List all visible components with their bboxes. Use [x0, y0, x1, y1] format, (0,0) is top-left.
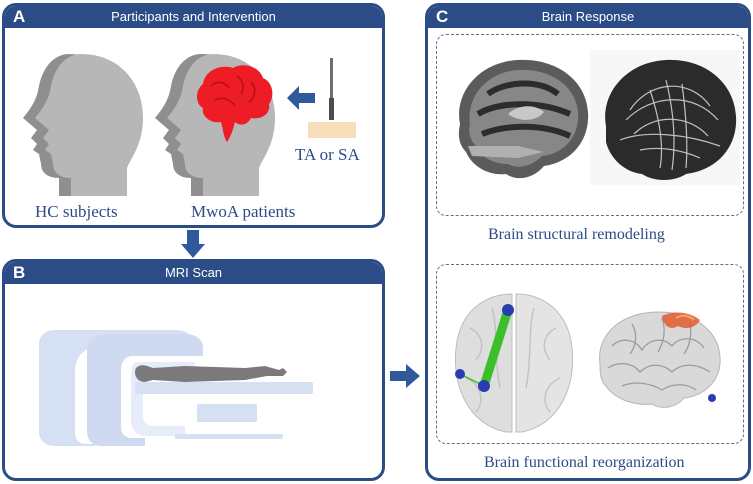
tractography-icon: [590, 50, 740, 185]
mwoa-patients-label: MwoA patients: [191, 202, 296, 221]
patient-silhouette-icon: [135, 365, 287, 382]
panel-b-header: B MRI Scan: [5, 262, 382, 284]
connectivity-node-icon: [502, 304, 514, 316]
panel-a: A Participants and Intervention TA or SA…: [2, 3, 385, 228]
hc-subjects-label: HC subjects: [35, 202, 118, 221]
brain-slice-icon: [458, 59, 589, 179]
needle-icon: [308, 58, 356, 138]
intervention-label: TA or SA: [295, 145, 360, 164]
mwoa-head-icon: [155, 54, 275, 196]
panel-c-letter: C: [436, 7, 449, 26]
activation-node-icon: [708, 394, 716, 402]
panel-c-header: C Brain Response: [428, 6, 748, 28]
connectivity-node-icon: [455, 369, 465, 379]
arrow-b-to-c-icon: [390, 364, 420, 388]
brain-icon: [197, 65, 273, 142]
mri-scanner-icon: [39, 330, 313, 446]
functional-box: [436, 264, 744, 444]
panel-a-letter: A: [13, 7, 26, 26]
brain-connectivity-icon: [454, 293, 574, 433]
arrow-a-to-b-icon: [181, 230, 205, 258]
structural-remodeling-label: Brain structural remodeling: [488, 226, 665, 243]
arrow-needle-to-head-icon: [287, 86, 315, 110]
panel-a-header: A Participants and Intervention: [5, 6, 382, 28]
brain-activation-icon: [599, 311, 721, 408]
functional-reorganization-label: Brain functional reorganization: [484, 454, 685, 471]
panel-c: C Brain Response Brain structural remode…: [425, 3, 751, 481]
panel-a-title: Participants and Intervention: [111, 9, 276, 24]
hc-head-icon: [23, 54, 143, 196]
panel-b: B MRI Scan: [2, 259, 385, 481]
panel-b-title: MRI Scan: [164, 265, 223, 280]
structural-box: [436, 34, 744, 216]
panel-c-title: Brain Response: [541, 9, 635, 24]
connectivity-node-icon: [478, 380, 490, 392]
panel-b-letter: B: [13, 263, 26, 282]
